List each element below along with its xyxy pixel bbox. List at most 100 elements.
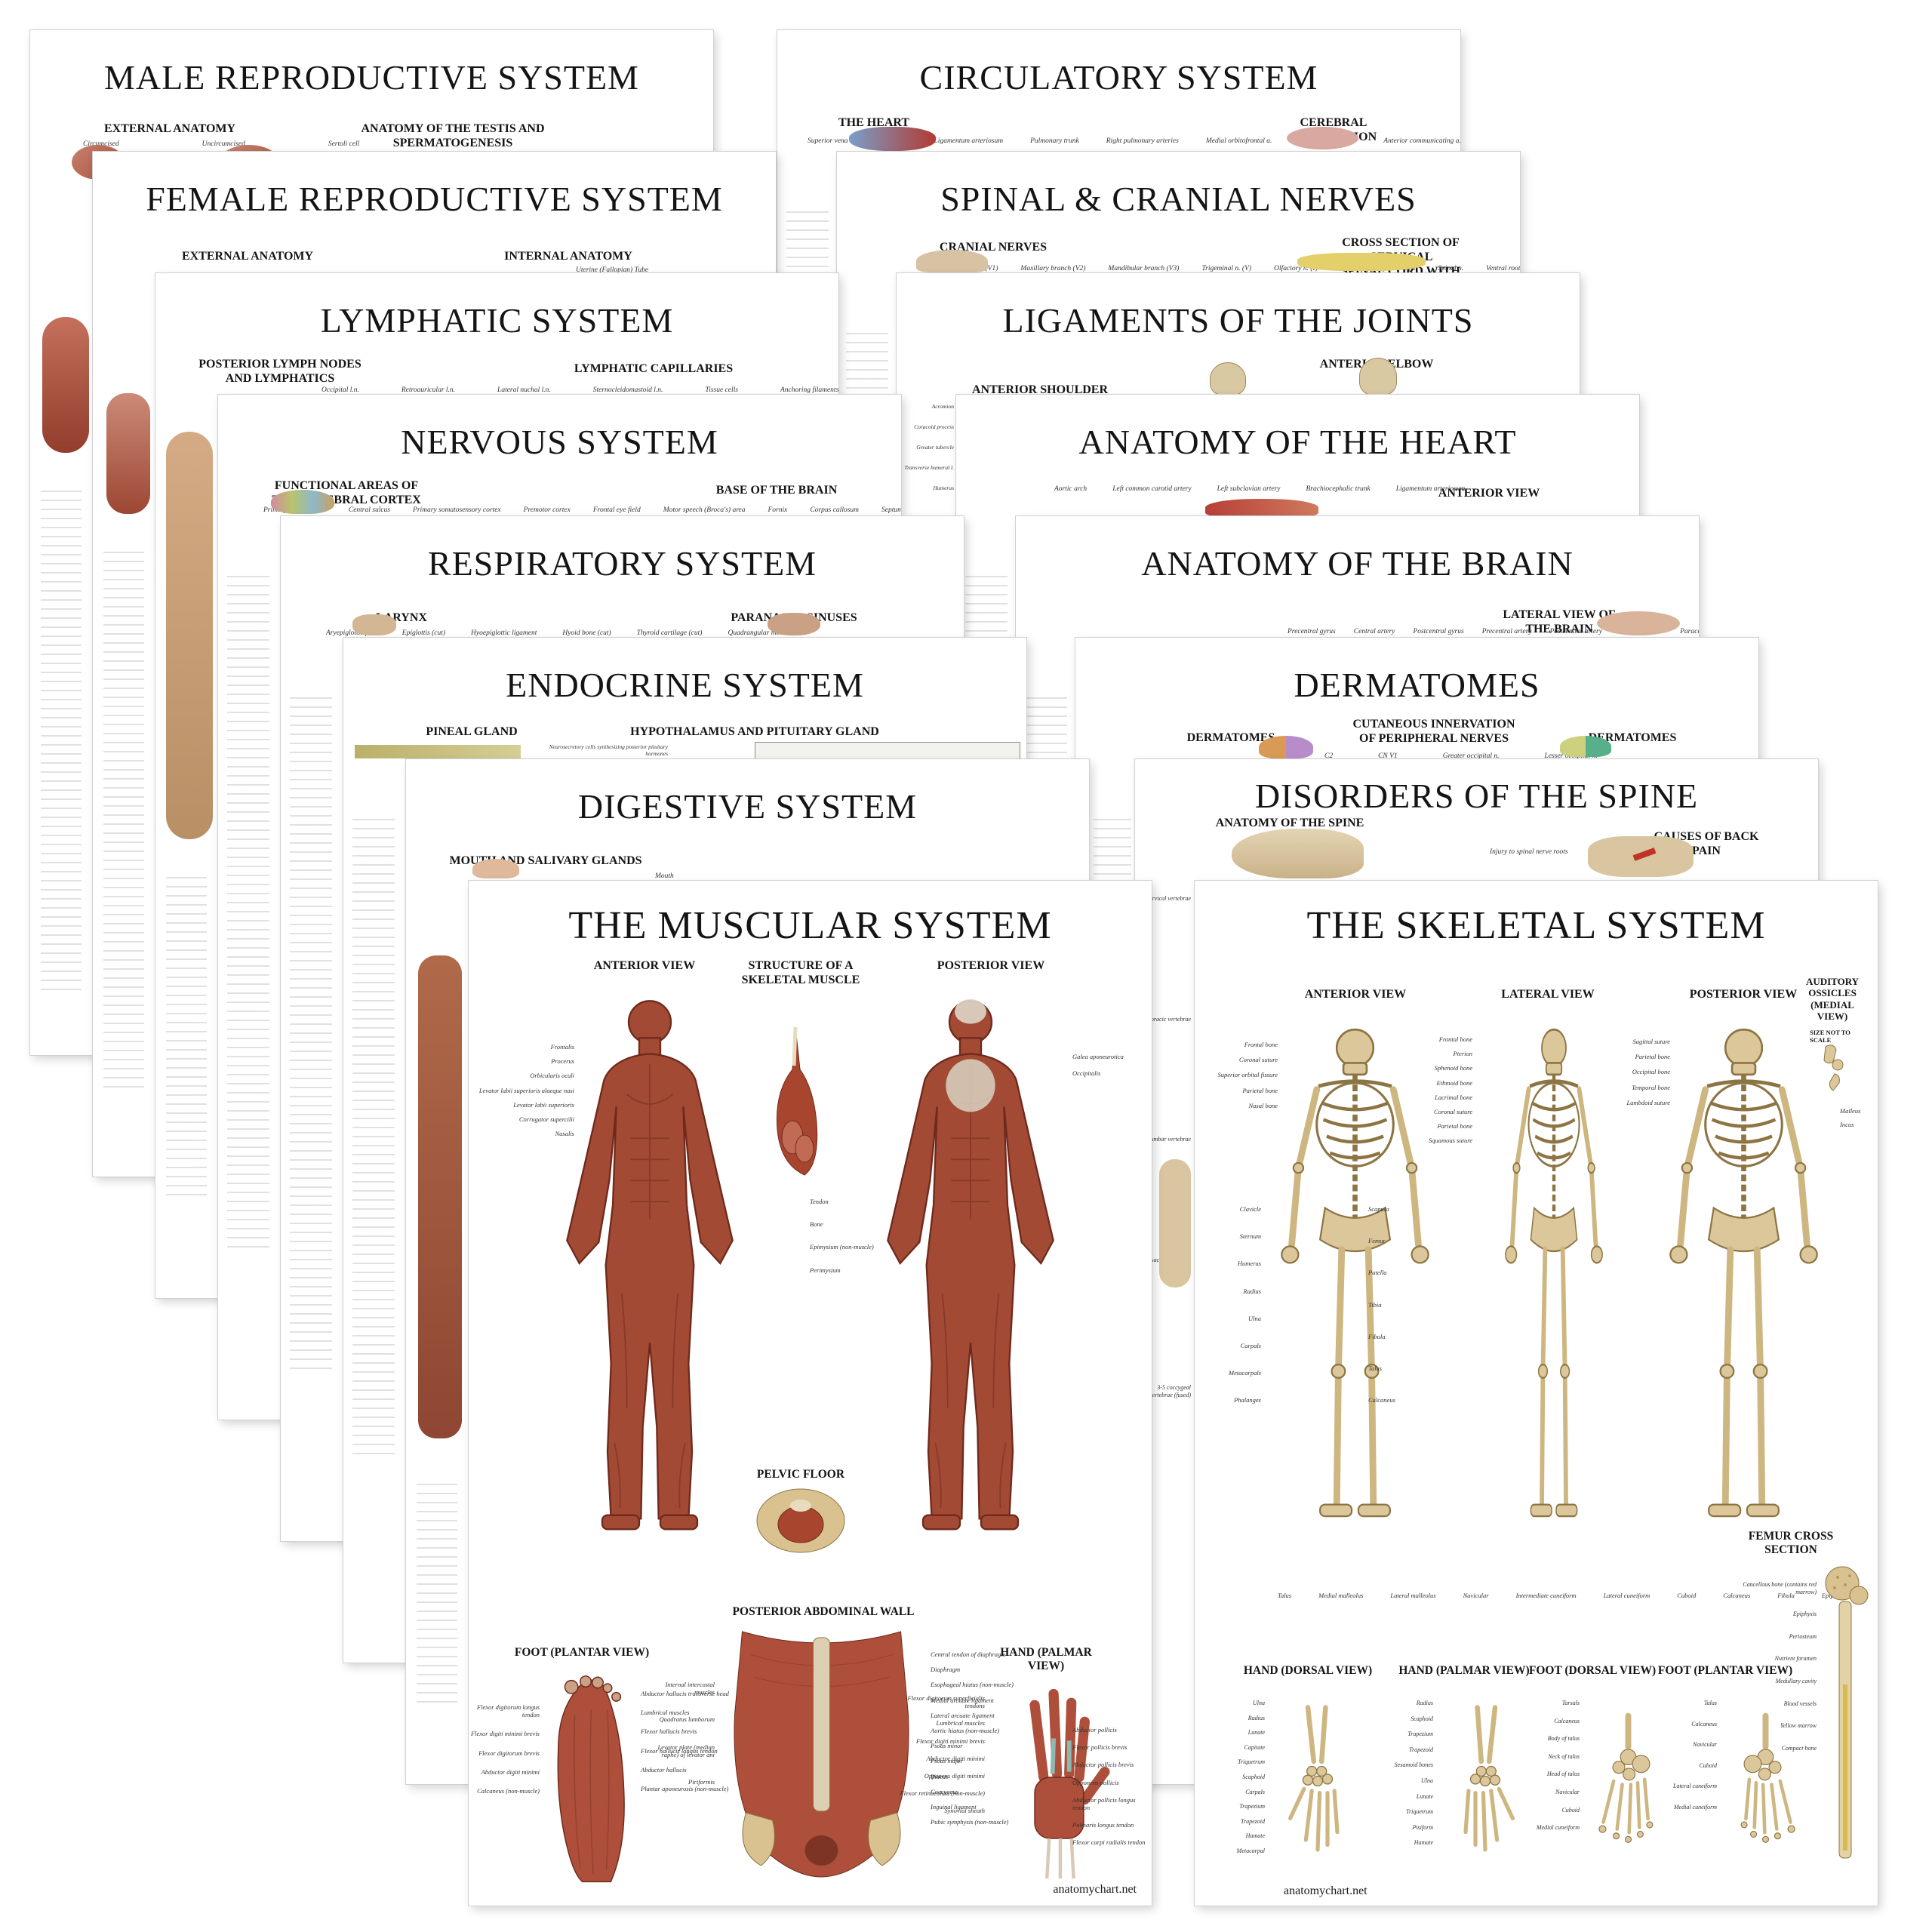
anatomy-label: Lateral cuneiform <box>1603 1592 1651 1599</box>
anatomy-label: Flexor hallucis longus tendon <box>641 1746 718 1755</box>
foot-plantar-illustration <box>557 1675 625 1883</box>
anatomy-label: Blood vessels <box>1783 1700 1817 1707</box>
label-text-column <box>227 568 269 1247</box>
anatomy-label: Sertoli cell <box>328 140 360 148</box>
anatomy-label: Quadrangular membrane <box>728 629 801 637</box>
anatomy-label: Epimysium (non-muscle) <box>810 1243 874 1251</box>
section-heading: ANATOMY OF THE TESTIS AND SPERMATOGENESI… <box>361 122 545 149</box>
label-text-column <box>41 483 82 996</box>
anatomy-label: Greater occipital n. <box>1442 752 1500 760</box>
anatomy-label: Nasal bone <box>1248 1101 1278 1109</box>
anatomy-label: Metacarpal <box>1236 1847 1265 1854</box>
anatomy-label: Flexor digitorum brevis <box>478 1749 540 1757</box>
anatomy-label: Compact bone <box>1781 1744 1817 1752</box>
anatomy-label: Pterion <box>1453 1050 1473 1058</box>
anatomy-label: Pubic symphysis (non-muscle) <box>931 1818 1009 1826</box>
anatomy-label: Temporal bone <box>1632 1083 1670 1091</box>
spinal-cord-illustration <box>1297 253 1426 271</box>
section-heading: EXTERNAL ANATOMY <box>103 122 236 135</box>
back-aponeurosis-patch <box>946 1059 995 1112</box>
anatomy-label: Medial orbitofrontal a. <box>1205 137 1272 145</box>
poster-title: THE SKELETAL SYSTEM <box>1306 904 1766 947</box>
anatomy-label: Right pulmonary arteries <box>1106 137 1179 145</box>
anatomy-label: Flexor carpi radialis tendon <box>1072 1838 1146 1847</box>
anatomy-label: Precentral artery <box>1481 628 1532 635</box>
anatomy-label: Frontal eye field <box>592 506 641 514</box>
anatomy-label: Trapezium <box>1407 1730 1433 1738</box>
larynx-illustration <box>352 614 396 635</box>
anatomy-label: Calcaneus <box>1723 1592 1751 1599</box>
section-heading: ANTERIOR VIEW <box>593 959 696 972</box>
section-heading: DERMATOMES <box>1186 731 1275 744</box>
anatomy-label: Abductor pollicis <box>1072 1726 1117 1734</box>
anatomy-label: Medial cuneiform <box>1536 1824 1580 1832</box>
section-heading: HYPOTHALAMUS AND PITUITARY GLAND <box>630 725 879 738</box>
anatomy-label: 12 thoracic vertebrae <box>1138 1015 1191 1023</box>
anatomy-label: Capitate <box>1244 1743 1265 1751</box>
dermatome-head-illustration <box>1259 736 1313 758</box>
anatomy-label: Ulna <box>1421 1777 1433 1784</box>
section-heading-foot-dorsal: FOOT (DORSAL VIEW) <box>1528 1664 1657 1677</box>
anatomy-label: Olfactory n. (I) <box>1274 265 1318 272</box>
anatomy-label: Talus <box>1278 1592 1292 1599</box>
anatomy-label: Phalanges <box>1234 1396 1261 1404</box>
anatomy-label: Abductor pollicis brevis <box>1072 1761 1134 1769</box>
anatomy-label: Epiphysis <box>1792 1611 1817 1618</box>
anatomy-label: Lateral nuchal l.n. <box>497 386 551 394</box>
anatomy-label: Lambdoid suture <box>1626 1098 1670 1106</box>
anatomy-label: Navicular <box>1463 1592 1489 1599</box>
anatomy-label: Radius <box>1243 1287 1261 1295</box>
anatomy-label: Anterior communicating a. <box>1383 137 1460 145</box>
anatomy-label: Central artery <box>1353 628 1395 635</box>
anatomy-label: Abductor digiti minimi <box>481 1767 540 1776</box>
anatomy-label: Neurosecretory cells synthesizing poster… <box>549 743 668 757</box>
label-text-column <box>103 544 144 1088</box>
anatomy-label: Hamate <box>1414 1839 1433 1847</box>
anatomy-label: Quadratus lumborum <box>659 1715 715 1724</box>
section-heading-foot-plantar: FOOT (PLANTAR VIEW) <box>514 1646 650 1659</box>
anatomy-label: Acromion <box>931 403 954 410</box>
anatomy-label: Flexor digitorum superficialis tendons <box>907 1694 985 1710</box>
anatomy-label: Humerus <box>933 485 955 491</box>
anatomy-label: Head of talus <box>1546 1770 1580 1778</box>
anatomy-label: Medial arcuate ligament <box>931 1696 994 1704</box>
anatomy-label: Palmaris longus tendon <box>1072 1821 1134 1829</box>
anatomy-label: Flexor retinaculum (non-muscle) <box>900 1789 985 1798</box>
anatomy-label: Corrugator supercilii <box>518 1115 574 1123</box>
anatomy-label: Sternum <box>1239 1232 1261 1241</box>
anatomy-label: Central tendon of diaphragm <box>931 1651 1006 1658</box>
cranial-nerves-skull-illustration <box>916 250 988 272</box>
anatomy-label: Thyroid cartilage (cut) <box>636 629 703 637</box>
galea-patch <box>955 999 986 1024</box>
spine-curvature-illustration <box>1159 1159 1191 1287</box>
anatomy-label: Lateral cuneiform <box>1673 1783 1717 1790</box>
website-credit: anatomychart.net <box>1284 1884 1367 1897</box>
anatomy-label: Calcaneus <box>1554 1717 1580 1724</box>
section-heading: ANATOMY OF THE SPINE <box>1215 817 1364 829</box>
anatomy-label: Lumbrical muscles <box>936 1719 985 1727</box>
heart-anterior-illustration <box>1205 499 1318 518</box>
elbow-bone-illustration <box>1359 358 1397 395</box>
anatomy-label: Periosteum <box>1789 1632 1817 1640</box>
poster-title: CIRCULATORY SYSTEM <box>919 58 1318 97</box>
anatomy-label: Medial malleolus <box>1318 1592 1364 1599</box>
anatomy-label: Parietal bone <box>1242 1086 1278 1094</box>
anatomy-label: Occipital bone <box>1632 1068 1670 1076</box>
anatomy-label: 5 lumbar vertebrae <box>1144 1136 1191 1143</box>
sinus-head-illustration <box>768 613 820 635</box>
anatomy-label: Superior orbital fissure <box>1217 1071 1278 1079</box>
brain-lateral-illustration <box>1597 611 1680 635</box>
brain-circulation-illustration <box>1287 127 1358 149</box>
section-heading-auditory-ossicles: AUDITORY OSSICLES (MEDIAL VIEW) <box>1805 976 1860 1022</box>
posterior-skeleton-figure <box>1644 1024 1844 1575</box>
anatomy-label: Calcaneus <box>1691 1720 1717 1727</box>
auditory-ossicles-illustration <box>1823 1044 1844 1091</box>
anatomy-label: Abductor hallucis transverse head <box>641 1690 729 1697</box>
